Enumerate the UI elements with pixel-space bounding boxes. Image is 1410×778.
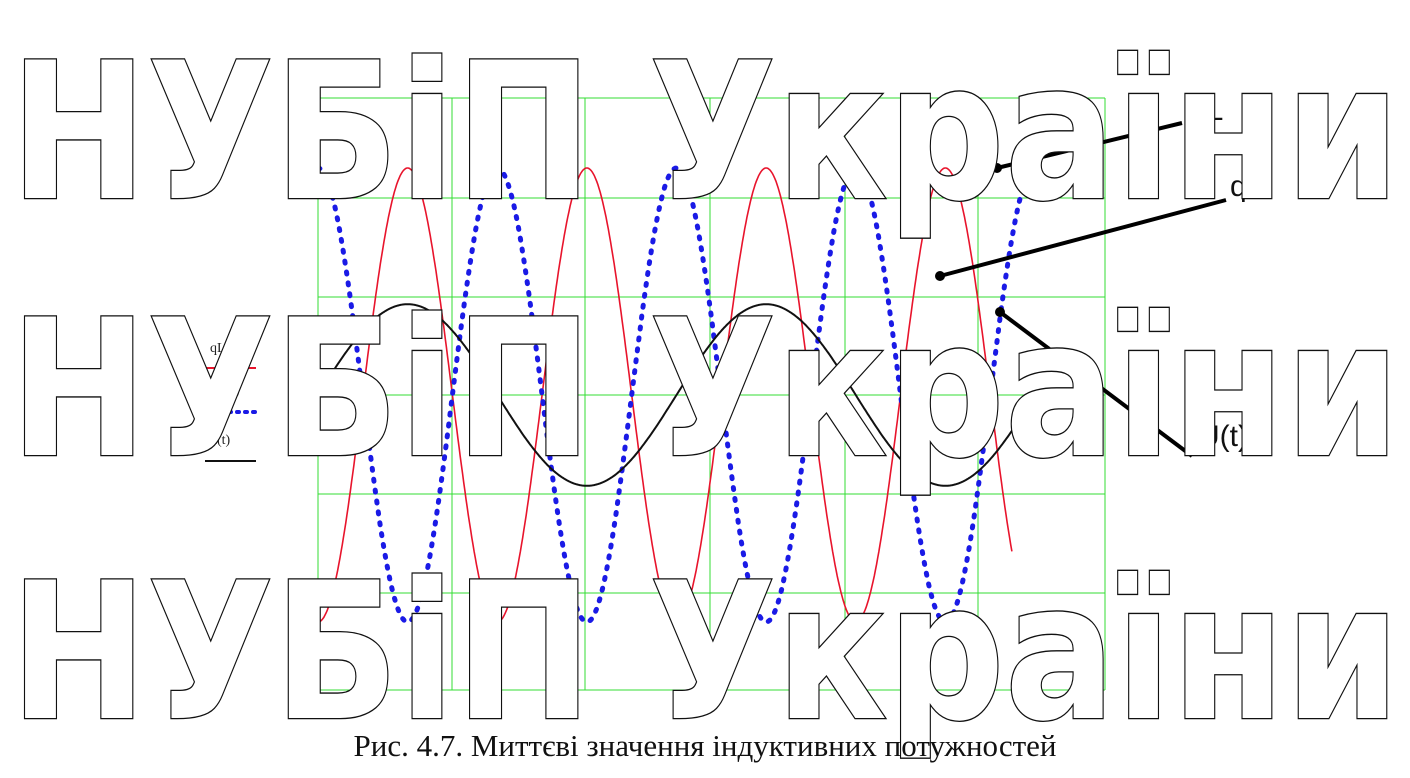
u-annotation: U(t) (1198, 420, 1248, 453)
series-line-qC (315, 165, 1038, 625)
qL-pointer-dot (992, 163, 1002, 173)
watermark-line-2: НУБіП України (10, 279, 1400, 500)
qC-pointer-dot (935, 271, 945, 281)
u-pointer-line (998, 310, 1194, 458)
watermark: НУБіП України НУБіП України НУБіП Україн… (9, 21, 1402, 765)
chart-grid (317, 97, 1106, 691)
legend: qL(t) qC(t) u(t) (203, 341, 258, 462)
legend-label-qL: qL(t) (210, 341, 239, 356)
qC-pointer-line (939, 198, 1227, 278)
qL-annotation: qL (1190, 94, 1223, 127)
series-line-u (317, 303, 1036, 487)
watermark-line-3: НУБіП України (10, 542, 1400, 763)
figure-caption: Рис. 4.7. Миттєві значення індуктивних п… (353, 728, 1057, 763)
x-axis-label: t (688, 707, 692, 722)
legend-label-qC: qC(t) (210, 384, 240, 399)
u-pointer-dot (995, 307, 1005, 317)
qC-annotation: qC (1230, 170, 1268, 203)
legend-label-u: u(t) (210, 433, 231, 448)
annotations: qL qC U(t) t (688, 94, 1268, 722)
chart-curves (315, 165, 1038, 625)
watermark-line-1: НУБіП України (10, 22, 1400, 243)
series-line-qL (317, 167, 1013, 623)
qL-pointer-line (996, 121, 1183, 170)
